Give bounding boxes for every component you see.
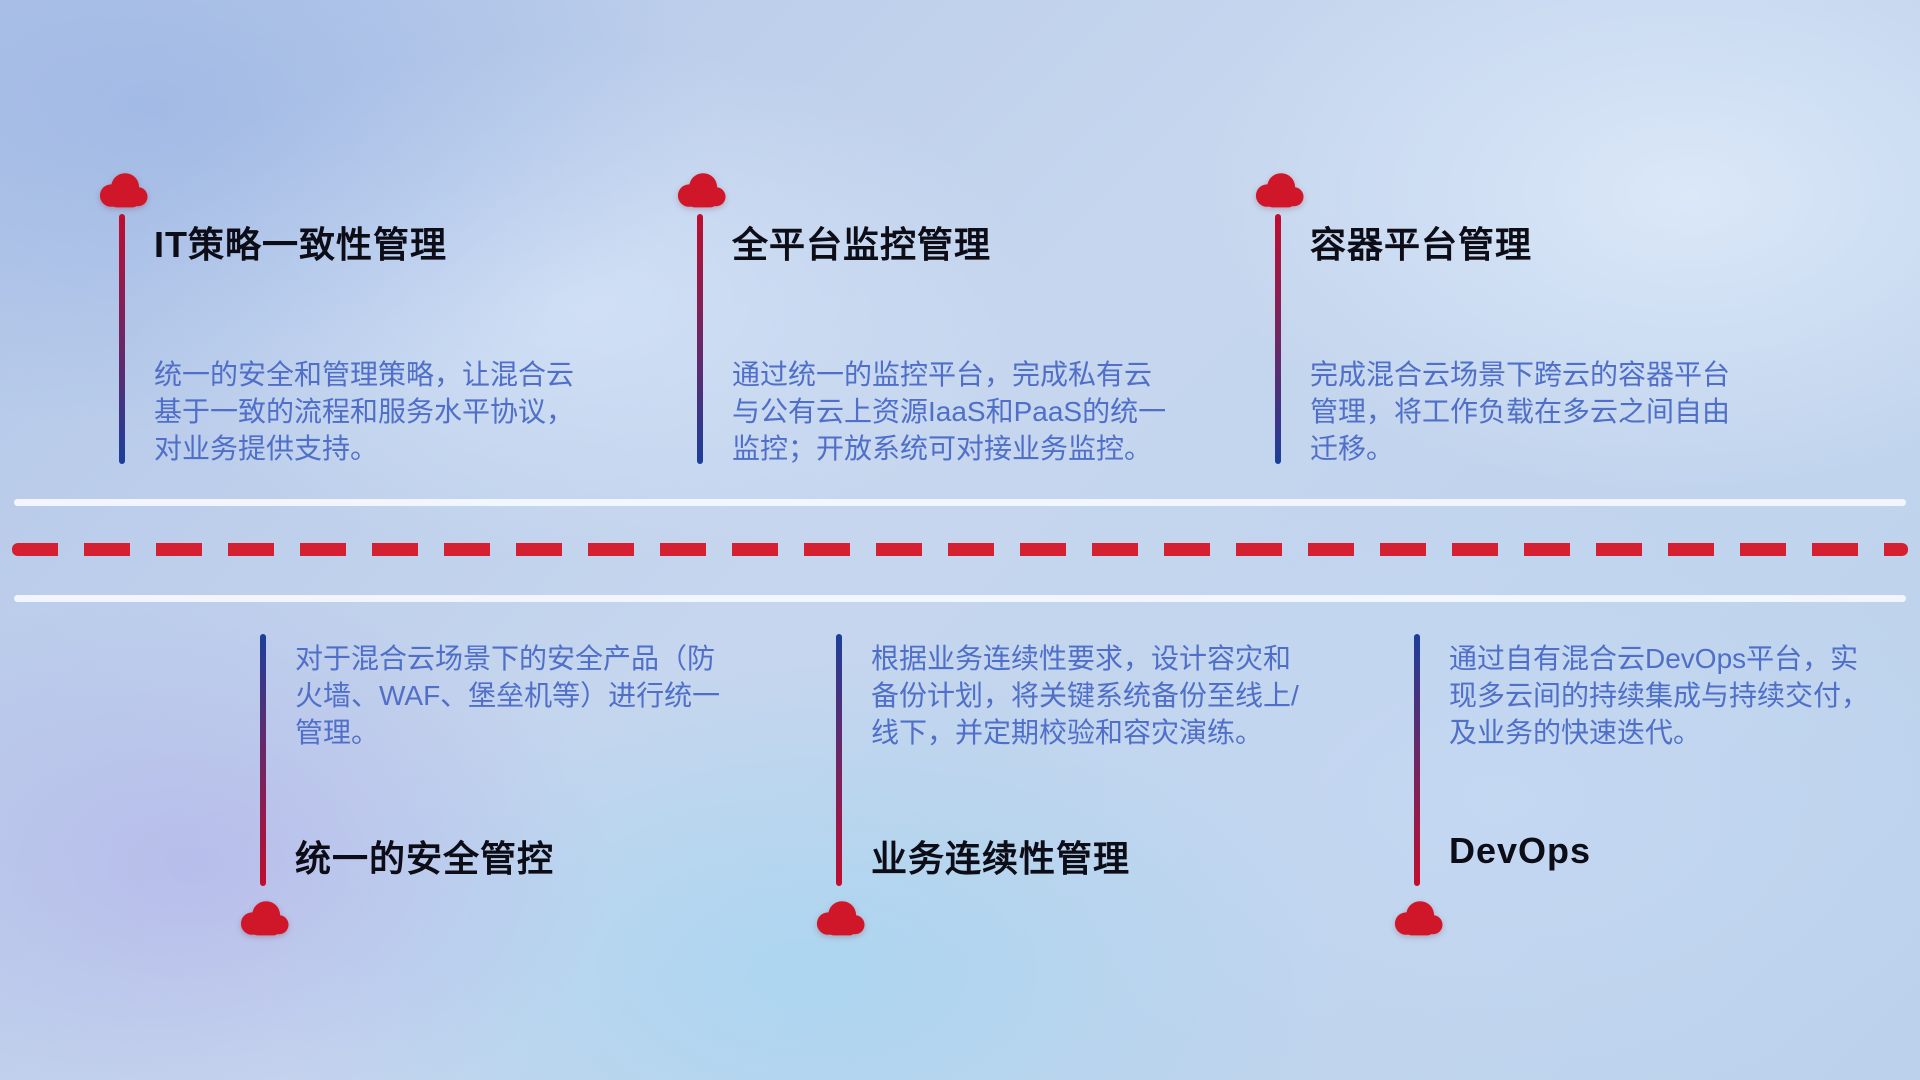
feature-item-it-policy: IT策略一致性管理 统一的安全和管理策略，让混合云基于一致的流程和服务水平协议，… [96, 170, 616, 500]
feature-title: IT策略一致性管理 [154, 224, 447, 265]
feature-item-platform-monitoring: 全平台监控管理 通过统一的监控平台，完成私有云与公有云上资源IaaS和PaaS的… [674, 170, 1194, 500]
cloud-icon [237, 898, 293, 938]
connector-line [697, 214, 703, 464]
connector-line [119, 214, 125, 464]
feature-title: 全平台监控管理 [732, 224, 992, 265]
feature-description: 通过自有混合云DevOps平台，实现多云间的持续集成与持续交付，及业务的快速迭代… [1449, 643, 1870, 748]
cloud-icon [674, 170, 730, 210]
cloud-icon [1391, 898, 1447, 938]
feature-item-container-platform: 容器平台管理 完成混合云场景下跨云的容器平台管理，将工作负载在多云之间自由迁移。 [1252, 170, 1772, 500]
feature-title: 业务连续性管理 [871, 838, 1131, 879]
feature-title: DevOps [1449, 830, 1592, 871]
timeline-lower-white-line [14, 595, 1906, 602]
connector-line [836, 634, 842, 886]
feature-description: 通过统一的监控平台，完成私有云与公有云上资源IaaS和PaaS的统一监控；开放系… [732, 359, 1167, 464]
feature-item-security-control: 对于混合云场景下的安全产品（防火墙、WAF、堡垒机等）进行统一管理。 统一的安全… [237, 630, 757, 960]
connector-line [1275, 214, 1281, 464]
feature-title: 容器平台管理 [1310, 224, 1533, 265]
feature-description: 对于混合云场景下的安全产品（防火墙、WAF、堡垒机等）进行统一管理。 [295, 643, 721, 748]
cloud-icon [813, 898, 869, 938]
timeline-upper-white-line [14, 499, 1906, 506]
feature-item-devops: 通过自有混合云DevOps平台，实现多云间的持续集成与持续交付，及业务的快速迭代… [1391, 630, 1911, 960]
feature-item-business-continuity: 根据业务连续性要求，设计容灾和备份计划，将关键系统备份至线上/线下，并定期校验和… [813, 630, 1333, 960]
cloud-icon [96, 170, 152, 210]
connector-line [1414, 634, 1420, 886]
feature-description: 完成混合云场景下跨云的容器平台管理，将工作负载在多云之间自由迁移。 [1310, 359, 1731, 464]
cloud-icon [1252, 170, 1308, 210]
connector-line [260, 634, 266, 886]
feature-description: 统一的安全和管理策略，让混合云基于一致的流程和服务水平协议，对业务提供支持。 [154, 359, 575, 464]
timeline-red-dashed-line [12, 543, 1908, 556]
feature-title: 统一的安全管控 [295, 838, 555, 879]
feature-description: 根据业务连续性要求，设计容灾和备份计划，将关键系统备份至线上/线下，并定期校验和… [871, 643, 1299, 748]
